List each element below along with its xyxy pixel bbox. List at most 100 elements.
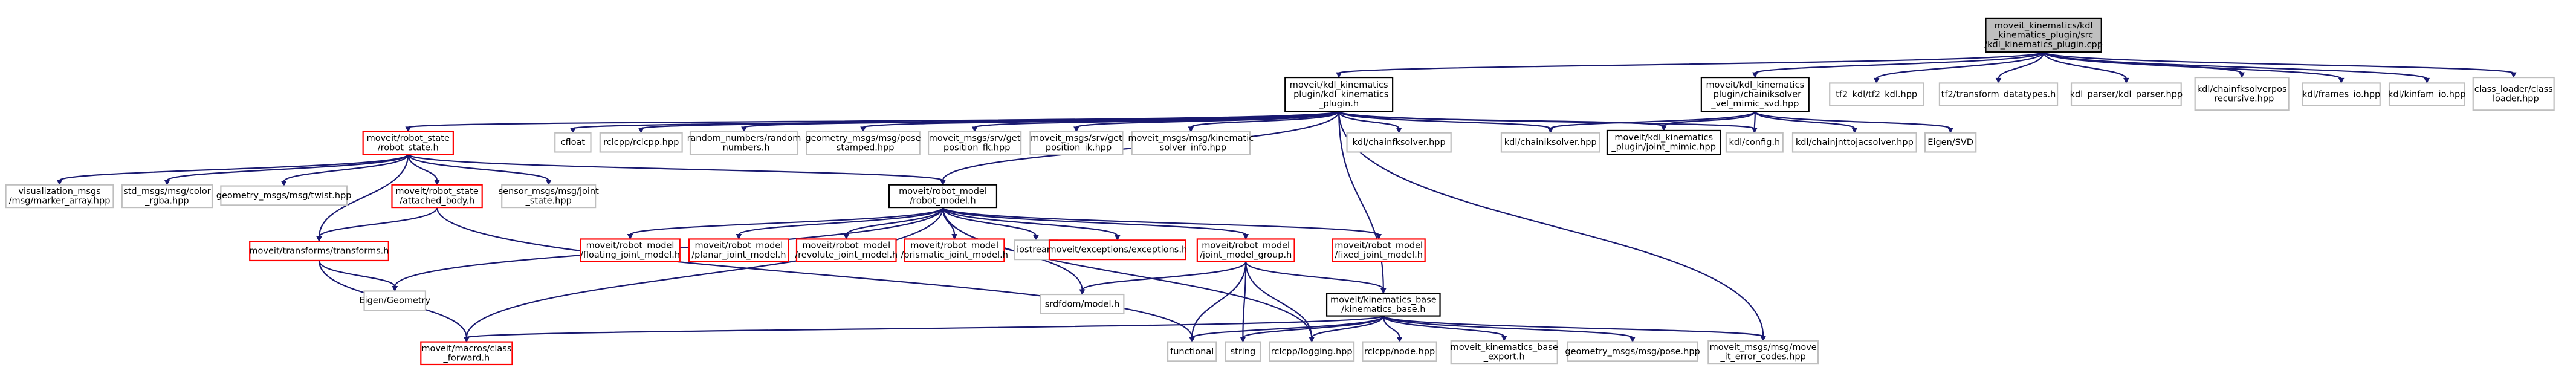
edge-robot_state-to-marker_array — [56, 154, 409, 186]
node-label-line: /planar_joint_model.h — [691, 250, 786, 260]
node-kdl-plugin-h[interactable]: moveit/kdl_kinematics_plugin/kdl_kinemat… — [1284, 76, 1394, 112]
node-label-line: sensor_msgs/msg/joint — [499, 187, 600, 196]
edge-chainiksolver_vel-to-joint_mimic — [1660, 111, 1756, 132]
node-label-line: moveit/transforms/transforms.h — [249, 246, 389, 256]
node-label-line: rclcpp/node.hpp — [1364, 347, 1435, 357]
node-label-line: moveit_msgs/msg/kinematic — [1128, 134, 1254, 143]
node-joint-state: sensor_msgs/msg/joint_state.hpp — [499, 184, 600, 209]
node-label-line: moveit_msgs/srv/get — [929, 134, 1021, 143]
node-pose-stamped: geometry_msgs/msg/pose_stamped.hpp — [805, 131, 921, 155]
node-color-rgba: std_msgs/msg/color_rgba.hpp — [121, 184, 213, 209]
node-chainiksolver-vel[interactable]: moveit/kdl_kinematics_plugin/chainiksolv… — [1700, 76, 1810, 112]
edge-chainiksolver_vel-to-eigen_svd — [1754, 111, 1953, 134]
node-label-line: /fixed_joint_model.h — [1335, 250, 1423, 260]
edge-kinematics_base-to-functional — [1189, 315, 1384, 343]
edge-kdl_plugin_h-to-chainfksolver — [1338, 111, 1402, 134]
node-transforms: moveit/transforms/transforms.h — [249, 241, 389, 262]
node-label-line: tf2/transform_datatypes.h — [1941, 89, 2056, 99]
node-label-line: moveit/robot_model — [899, 187, 987, 196]
edge-root-to-kdl_plugin_h — [1336, 51, 2045, 79]
node-label-line: moveit_msgs/srv/get — [1031, 134, 1122, 143]
node-class-loader: class_loader/class_loader.hpp — [2472, 76, 2555, 111]
node-rclcpp-node: rclcpp/node.hpp — [1362, 341, 1437, 362]
node-exceptions: moveit/exceptions/exceptions.h — [1048, 239, 1187, 261]
node-chainiksolver: kdl/chainiksolver.hpp — [1500, 132, 1600, 153]
edge-robot_model-to-rclcpp_logging — [942, 207, 1315, 343]
node-label-line: moveit/robot_model — [910, 241, 998, 251]
node-rclcpp: rclcpp/rclcpp.hpp — [599, 132, 683, 153]
node-label-line: moveit_kinematics_base — [1451, 343, 1558, 352]
edge-robot_model-to-revolute_joint — [843, 207, 944, 240]
node-kdl-config: kdl/config.h — [1725, 132, 1784, 153]
node-kinematics-base-export: moveit_kinematics_base_export.h — [1450, 340, 1558, 365]
node-label-line: kdl/chainfksolver.hpp — [1353, 138, 1446, 148]
node-label-line: rclcpp/rclcpp.hpp — [603, 138, 679, 148]
node-label-line: std_msgs/msg/color — [123, 187, 211, 196]
node-robot-model[interactable]: moveit/robot_model/robot_model.h — [888, 184, 998, 209]
edge-robot_model-to-exceptions — [942, 207, 1121, 241]
node-label-line: srdfdom/model.h — [1045, 299, 1120, 309]
node-label-line: moveit/robot_model — [694, 241, 783, 251]
edge-root-to-tf2_kdl — [1873, 51, 2045, 84]
node-rclcpp-logging: rclcpp/logging.hpp — [1269, 341, 1355, 362]
node-label-line: random_numbers/random — [687, 134, 801, 143]
node-twist: geometry_msgs/msg/twist.hpp — [216, 185, 351, 206]
node-label-line: /kdl_kinematics_plugin.cpp — [1984, 40, 2103, 50]
node-attached-body: moveit/robot_state/attached_body.h — [391, 184, 483, 209]
node-kinematic-solver-info: moveit_msgs/msg/kinematic_solver_info.hp… — [1128, 131, 1254, 155]
node-label-line: kdl_parser/kdl_parser.hpp — [2070, 89, 2183, 99]
node-label-line: geometry_msgs/msg/pose — [805, 134, 921, 143]
edge-kdl_plugin_h-to-kinematic_solver_info — [1188, 111, 1340, 132]
edge-robot_model-to-joint_model_group — [942, 207, 1249, 240]
node-kinematics-base[interactable]: moveit/kinematics_base/kinematics_base.h — [1325, 293, 1441, 317]
node-label-line: kdl/kinfam_io.hpp — [2388, 89, 2465, 99]
node-label-line: /joint_model_group.h — [1200, 250, 1292, 260]
node-random-numbers: random_numbers/random_numbers.h — [687, 131, 801, 155]
node-root: moveit_kinematics/kdl_kinematics_plugin/… — [1984, 17, 2103, 53]
node-label-line: _plugin.h — [1318, 99, 1359, 109]
node-label-line: /prismatic_joint_model.h — [901, 250, 1008, 260]
node-label-line: rclcpp/logging.hpp — [1271, 347, 1353, 357]
node-label-line: kdl/chainjnttojacsolver.hpp — [1796, 138, 1914, 148]
node-kdl-parser: kdl_parser/kdl_parser.hpp — [2070, 82, 2183, 106]
node-label-line: _rgba.hpp — [144, 196, 189, 206]
node-label-line: moveit/robot_model — [586, 241, 675, 251]
node-cfloat: cfloat — [554, 132, 592, 153]
node-label-line: _recursive.hpp — [2209, 94, 2274, 103]
node-label-line: visualization_msgs — [18, 187, 100, 196]
node-label-line: moveit/kdl_kinematics — [1706, 80, 1804, 90]
node-label-line: moveit/macros/class — [421, 344, 511, 354]
node-chainfksolver: kdl/chainfksolver.hpp — [1346, 132, 1452, 153]
node-get-position-fk: moveit_msgs/srv/get_position_fk.hpp — [927, 131, 1022, 155]
edge-joint_model_group-to-string — [1240, 261, 1247, 343]
nodes-layer: moveit_kinematics/kdl_kinematics_plugin/… — [5, 17, 2555, 366]
edge-robot_model-to-fixed_joint — [942, 207, 1382, 240]
edge-robot_state-to-twist — [280, 154, 409, 187]
node-srdfdom: srdfdom/model.h — [1040, 293, 1125, 314]
node-label-line: _solver_info.hpp — [1155, 143, 1227, 153]
node-label-line: moveit/kdl_kinematics — [1290, 80, 1388, 90]
node-label-line: /robot_state.h — [378, 143, 439, 153]
node-eigen-svd: Eigen/SVD — [1924, 132, 1977, 153]
node-label-line: functional — [1170, 347, 1214, 357]
node-frames-io: kdl/frames_io.hpp — [2302, 82, 2381, 106]
edge-kinematics_base-to-move_it_error_codes — [1382, 315, 1767, 342]
node-chainjnttojacsolver: kdl/chainjnttojacsolver.hpp — [1791, 132, 1917, 153]
node-get-position-ik: moveit_msgs/srv/get_position_ik.hpp — [1029, 131, 1124, 155]
node-label-line: kdl/chainiksolver.hpp — [1504, 138, 1597, 148]
node-label-line: moveit/robot_model — [1202, 241, 1290, 251]
node-label-line: iostream — [1017, 245, 1055, 255]
node-label-line: _plugin/chainiksolver — [1709, 89, 1802, 99]
edge-kinematics_base-to-kinematics_base_export — [1382, 316, 1507, 342]
edge-robot_state-to-attached_body — [407, 154, 440, 186]
edge-robot_model-to-iostream — [942, 207, 1039, 241]
edge-robot_model-to-floating_joint — [627, 207, 944, 240]
edge-root-to-kdl_parser — [2043, 51, 2129, 84]
node-joint-mimic[interactable]: moveit/kdl_kinematics_plugin/joint_mimic… — [1606, 129, 1721, 155]
edge-kinematics_base-to-rclcpp_node — [1382, 316, 1403, 343]
node-label-line: _plugin/kdl_kinematics — [1289, 89, 1389, 99]
node-label-line: string — [1231, 347, 1256, 357]
node-tf2-kdl: tf2_kdl/tf2_kdl.hpp — [1829, 82, 1924, 106]
node-label-line: moveit/robot_model — [1335, 241, 1423, 251]
node-label-line: Eigen/SVD — [1927, 138, 1973, 148]
